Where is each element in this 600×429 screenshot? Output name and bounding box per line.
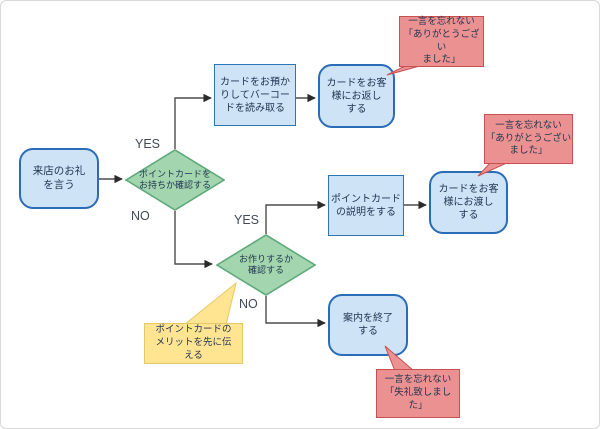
callout-excuse-bottom-label: 一言を忘れない 「失礼致しまし た」 bbox=[384, 374, 452, 411]
callout-thanks-mid: 一言を忘れない 「ありがとうござい ました」 bbox=[484, 114, 573, 164]
decision-shape bbox=[216, 234, 316, 296]
flow-node-hand-card-label: カードをお客 様にお渡し する bbox=[438, 184, 499, 221]
flow-node-scan-barcode: カードをお預か りしてバーコー ドを読み取る bbox=[214, 64, 296, 126]
flow-node-scan-barcode-label: カードをお預か りしてバーコー ドを読み取る bbox=[220, 76, 290, 114]
callout-thanks-top: 一言を忘れない 「ありがとうござい ました」 bbox=[399, 16, 484, 67]
flow-node-end-guidance: 案内を終了 する bbox=[328, 294, 408, 356]
decision-shape bbox=[125, 149, 225, 211]
flow-node-end-guidance-label: 案内を終了 する bbox=[343, 313, 393, 337]
flow-decision-has-card-label: ポイントカードを お持ちか確認する bbox=[138, 168, 211, 190]
callout-merit-tip-label: ポイントカードの メリットを先に伝 える bbox=[155, 324, 232, 361]
flow-node-start-label: 来店のお礼 を言う bbox=[32, 164, 86, 191]
flow-node-return-card: カードをお客 様にお返し する bbox=[318, 64, 395, 128]
edge-yes-to-scan bbox=[174, 93, 212, 149]
flow-decision-make-card-label: お作りするか 確認する bbox=[238, 253, 293, 275]
edge-label-no-1: NO bbox=[131, 209, 150, 223]
callout-thanks-top-label: 一言を忘れない 「ありがとうござい ました」 bbox=[403, 15, 480, 66]
edge-no-to-checkmake bbox=[174, 211, 213, 269]
edge-label-yes-1: YES bbox=[135, 137, 161, 151]
edge-yes-to-explain bbox=[265, 200, 326, 234]
flow-node-start: 来店のお礼 を言う bbox=[19, 148, 99, 209]
flow-node-hand-card: カードをお客 様にお渡し する bbox=[429, 171, 508, 234]
edge-label-no-2: NO bbox=[239, 297, 258, 311]
edge-no-to-end bbox=[265, 296, 326, 328]
callout-merit-tip: ポイントカードの メリットを先に伝 える bbox=[144, 323, 243, 364]
flow-node-explain-card-label: ポイントカード の説明をする bbox=[331, 193, 401, 218]
flow-node-explain-card: ポイントカード の説明をする bbox=[328, 175, 404, 236]
flow-node-return-card-label: カードをお客 様にお返し する bbox=[326, 77, 387, 115]
edge-label-yes-2: YES bbox=[234, 213, 260, 227]
callout-thanks-mid-label: 一言を忘れない 「ありがとうござい ました」 bbox=[485, 119, 572, 157]
callout-excuse-bottom: 一言を忘れない 「失礼致しまし た」 bbox=[376, 369, 460, 418]
flow-decision-make-card: お作りするか 確認する bbox=[216, 234, 316, 296]
flow-decision-has-card: ポイントカードを お持ちか確認する bbox=[125, 149, 225, 211]
